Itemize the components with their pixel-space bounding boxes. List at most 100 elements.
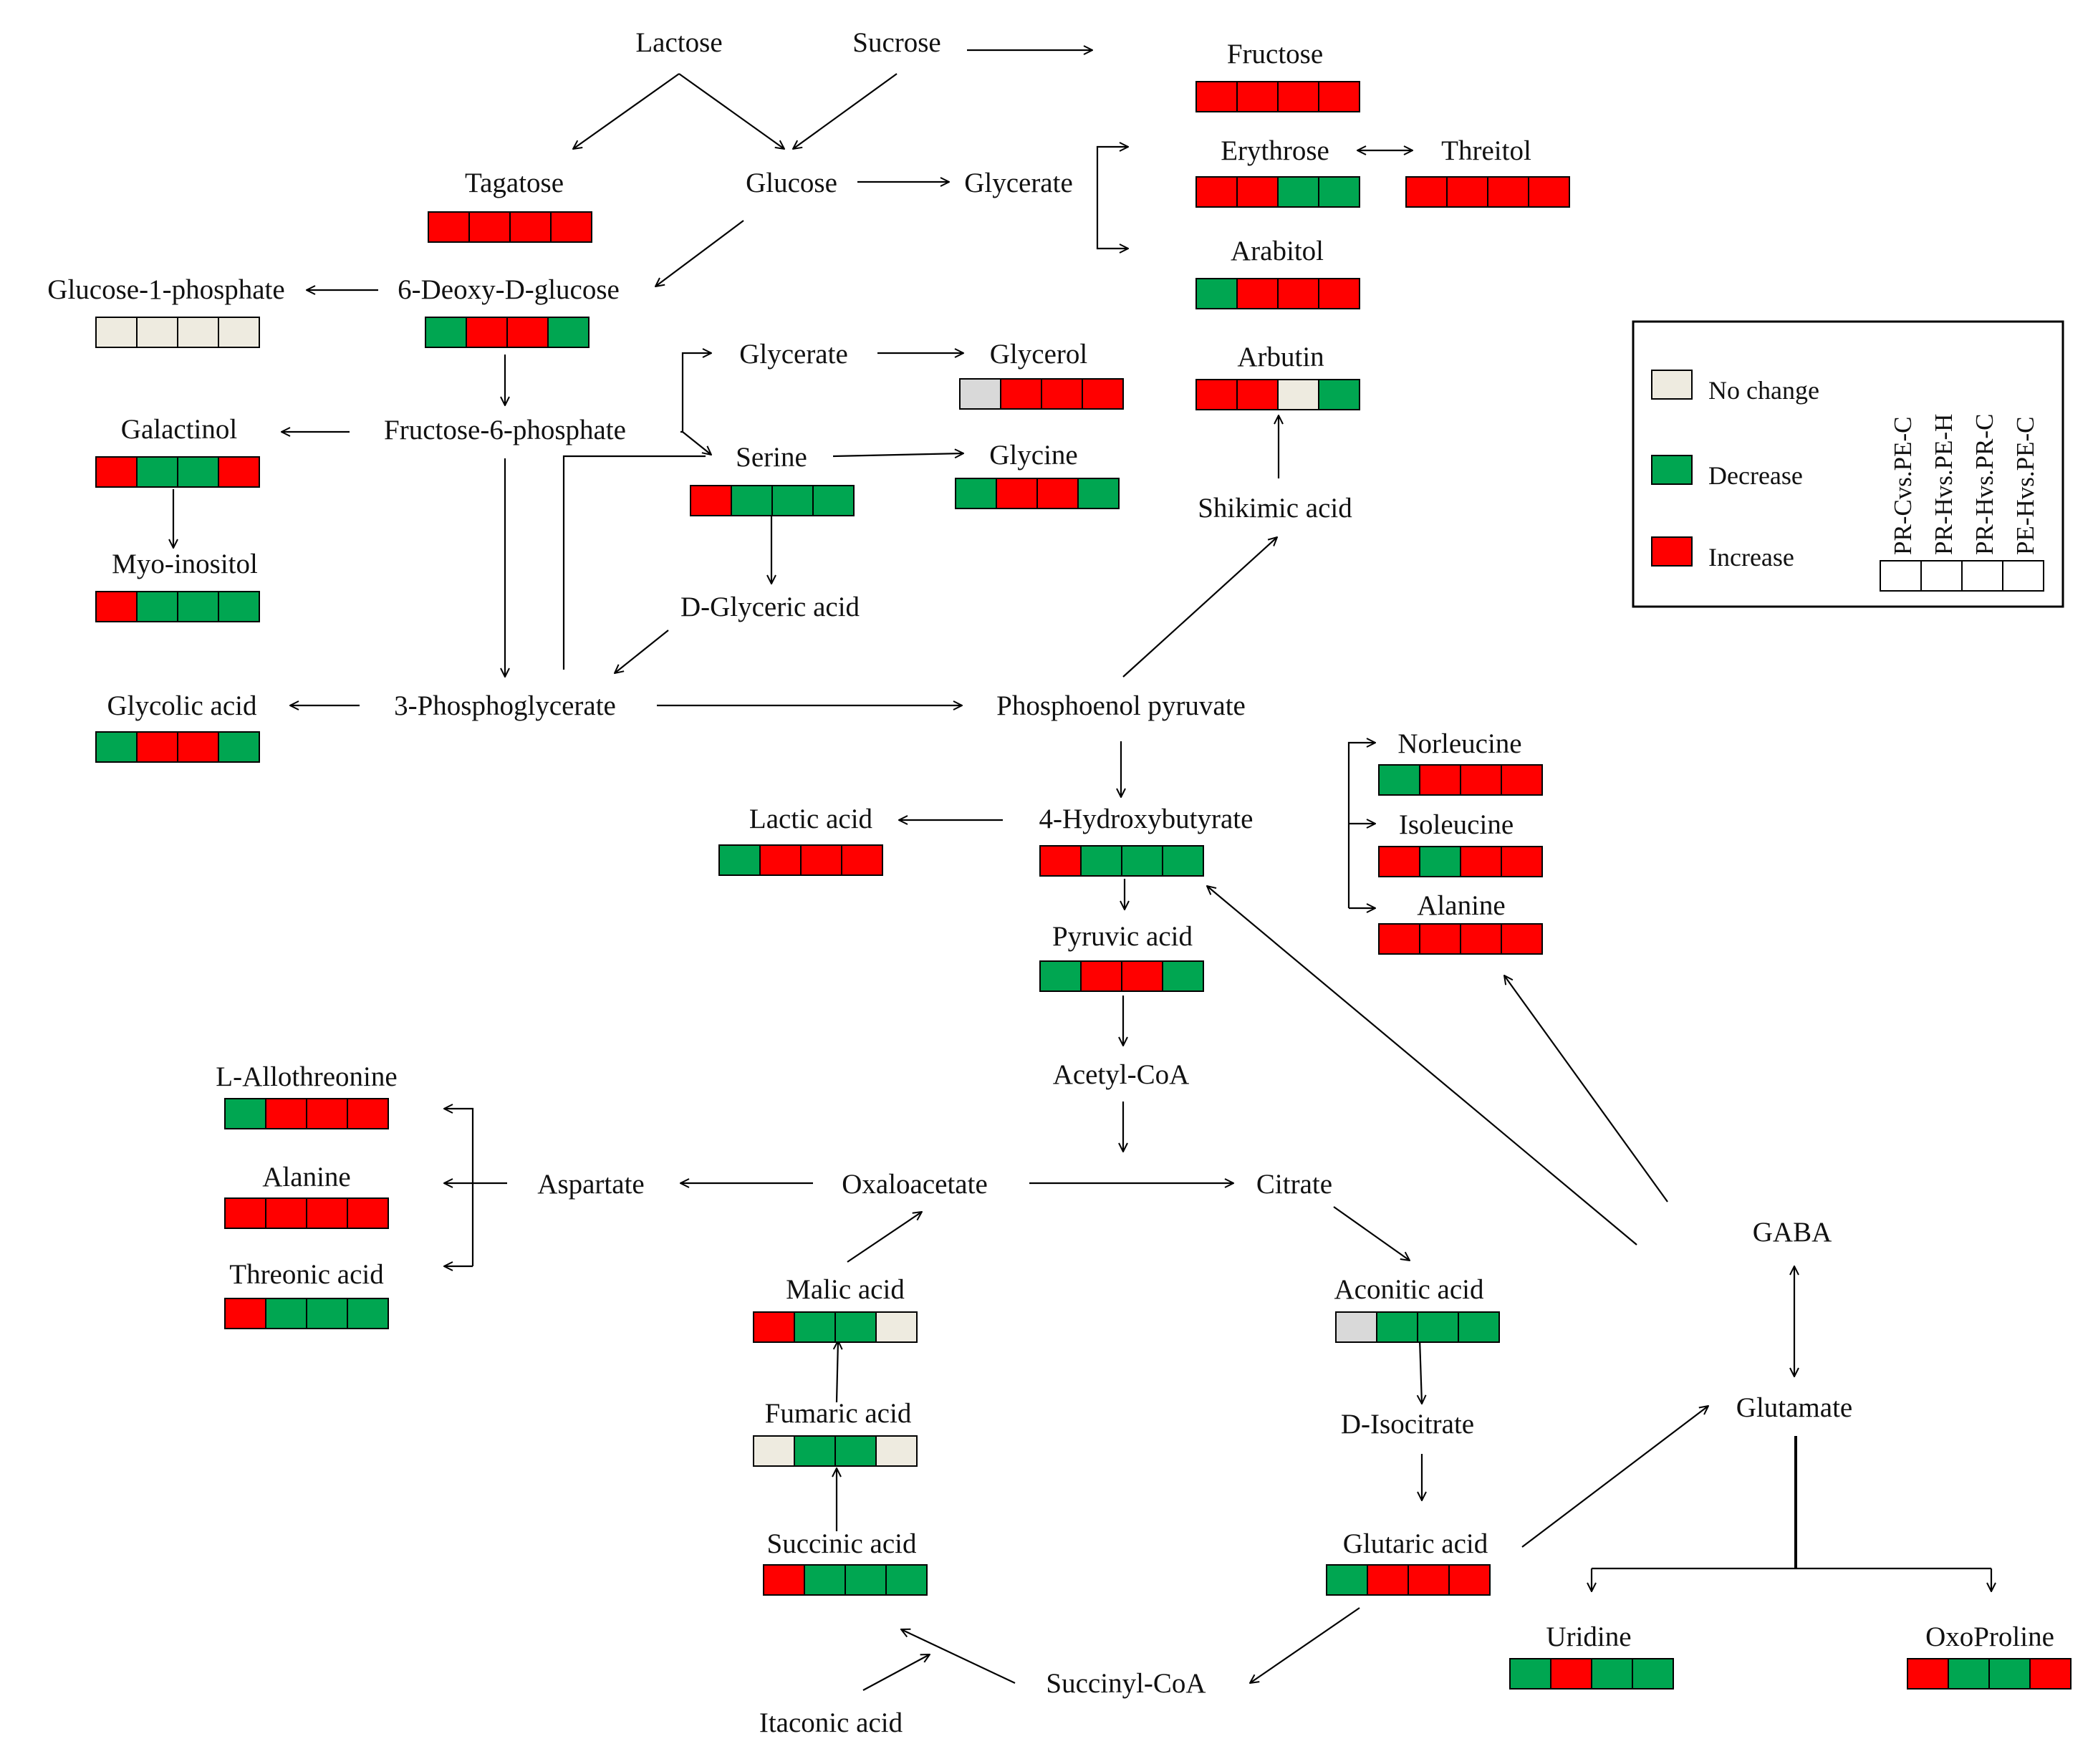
metabolite-glycerol: Glycerol (959, 339, 1124, 410)
metabolite-arbutin: Arbutin (1195, 342, 1360, 410)
metabolite-name: Glycine (989, 440, 1077, 471)
heatmap-cell-decrease (218, 591, 260, 622)
metabolite-galactinol: Galactinol (95, 414, 260, 488)
heatmap-cell-increase (1550, 1658, 1592, 1690)
metabolite-name: Alanine (1417, 890, 1505, 921)
arrow-fumaric-malic (837, 1341, 838, 1403)
metabolite-name: Pyruvic acid (1052, 921, 1193, 952)
arrow-aconitic-disocitrate (1420, 1339, 1422, 1404)
heatmap-cell-increase (306, 1197, 348, 1229)
metabolite-uridine: Uridine (1509, 1621, 1674, 1690)
metabolite-glycolic-acid: Glycolic acid (95, 690, 260, 763)
legend-key-box-3 (1961, 560, 2003, 592)
heatmap-cell-decrease (306, 1298, 348, 1329)
heatmap-cell-decrease (718, 844, 761, 876)
heatmap-cell-decrease (1318, 176, 1360, 208)
metabolite-name: Lactic acid (749, 804, 873, 834)
heatmap-bar (224, 1298, 389, 1329)
label-shikimic-acid: Shikimic acid (1198, 493, 1352, 524)
heatmap-cell-decrease (1080, 845, 1122, 877)
arrow-3pg-serine (562, 455, 706, 670)
heatmap-cell-increase (1318, 278, 1360, 309)
heatmap-bar (224, 1098, 389, 1129)
heatmap-bar (425, 317, 590, 348)
heatmap-cell-decrease (771, 485, 814, 516)
metabolite-name: Myo-inositol (112, 549, 258, 579)
heatmap-cell-increase (1080, 960, 1122, 992)
heatmap-cell-increase (347, 1098, 389, 1129)
metabolite-glucose-1-phosphate: Glucose-1-phosphate (47, 274, 285, 348)
metabolite-name: Alanine (262, 1162, 350, 1192)
heatmap-cell-increase (468, 211, 511, 243)
heatmap-cell-decrease (1318, 379, 1360, 410)
heatmap-cell-increase (1408, 1564, 1450, 1596)
heatmap-bar (1195, 81, 1360, 112)
heatmap-cell-decrease (834, 1435, 877, 1467)
legend-key-box-4 (2002, 560, 2044, 592)
legend-label-no-change: No change (1708, 376, 1819, 405)
metabolite-name: L-Allothreonine (216, 1061, 397, 1092)
heatmap-cell-decrease (1591, 1658, 1633, 1690)
arrow-itaconic-succinic (862, 1654, 930, 1691)
legend-frame (1632, 320, 2064, 608)
heatmap-bar (95, 456, 260, 488)
legend: No change Decrease Increase PR-Cvs.PE-C … (1632, 320, 2064, 608)
label-aspartate: Aspartate (537, 1169, 644, 1200)
metabolite-serine: Serine (690, 442, 855, 516)
metabolite-name: Uridine (1546, 1621, 1631, 1652)
label-glycerate-mid: Glycerate (739, 339, 848, 370)
heatmap-bar (1195, 278, 1360, 309)
heatmap-cell-no-change (136, 317, 178, 348)
heatmap-cell-increase (1460, 923, 1502, 955)
heatmap-cell-increase (1405, 176, 1448, 208)
heatmap-cell-decrease (1378, 764, 1420, 796)
pathway-arrows (173, 50, 1991, 1691)
heatmap-bar (428, 211, 592, 243)
heatmap-cell-increase (1277, 81, 1319, 112)
heatmap-cell-increase (2029, 1658, 2072, 1690)
heatmap-cell-increase (1318, 81, 1360, 112)
heatmap-cell-decrease (136, 591, 178, 622)
heatmap-bar (1378, 923, 1543, 955)
heatmap-cell-increase (1236, 278, 1279, 309)
metabolite-oxoproline: OxoProline (1907, 1621, 2072, 1690)
legend-comparison-1: PR-Cvs.PE-C (1889, 416, 1917, 555)
heatmap-cell-increase (753, 1311, 795, 1343)
label-gaba: GABA (1753, 1217, 1832, 1248)
metabolite-glutaric-acid: Glutaric acid (1326, 1528, 1491, 1596)
heatmap-bar (95, 317, 260, 348)
pathway-labels: Lactose Sucrose Glucose Glycerate Glycer… (384, 27, 1852, 1738)
heatmap-cell-increase (506, 317, 549, 348)
heatmap-cell-increase (1378, 923, 1420, 955)
heatmap-cell-decrease (177, 456, 219, 488)
heatmap-cell-no-change (875, 1435, 918, 1467)
heatmap-cell-no-change (753, 1435, 795, 1467)
label-itaconic-acid: Itaconic acid (759, 1707, 903, 1738)
legend-swatch-no-change (1651, 370, 1693, 400)
metabolite-name: Glycolic acid (107, 690, 257, 721)
metabolite-name: Succinic acid (767, 1528, 917, 1559)
heatmap-cell-increase (690, 485, 732, 516)
legend-swatch-increase (1651, 536, 1693, 567)
heatmap-cell-increase (95, 591, 138, 622)
heatmap-bar (1195, 379, 1360, 410)
heatmap-cell-decrease (885, 1564, 928, 1596)
label-succinyl-coa: Succinyl-CoA (1046, 1668, 1206, 1699)
heatmap-cell-increase (1367, 1564, 1409, 1596)
heatmap-bar (95, 731, 260, 763)
metabolite-name: Threonic acid (229, 1259, 384, 1290)
heatmap-cell-increase (550, 211, 592, 243)
arrow-pep-shikimic (1122, 537, 1277, 678)
metabolite-4-hydroxybutyrate: 4-Hydroxybutyrate (1039, 804, 1253, 877)
heatmap-bar (1405, 176, 1570, 208)
heatmap-cell-decrease (1419, 846, 1461, 877)
metabolite-threonic-acid: Threonic acid (224, 1259, 389, 1329)
heatmap-bar (753, 1311, 918, 1343)
heatmap-cell-increase (1460, 764, 1502, 796)
heatmap-cell-decrease (731, 485, 773, 516)
metabolite-lactic-acid: Lactic acid (718, 804, 883, 876)
arrow-glucose-deoxyglucose (655, 220, 744, 286)
heatmap-cell-increase (306, 1098, 348, 1129)
heatmap-cell-increase (265, 1197, 307, 1229)
